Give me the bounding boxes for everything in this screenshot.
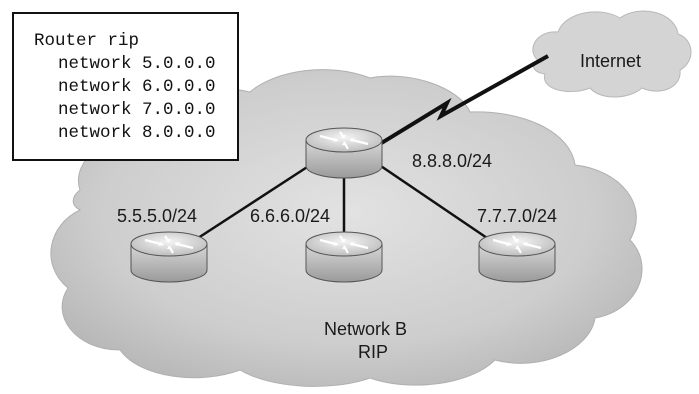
link-left-label: 5.5.5.0/24 xyxy=(117,206,198,226)
router-center[interactable] xyxy=(305,231,383,283)
wan-link-label: 8.8.8.0/24 xyxy=(412,151,493,171)
link-to-left-router xyxy=(194,158,319,242)
config-line-network-5: network 5.0.0.0 xyxy=(58,54,216,74)
config-line-network-8: network 8.0.0.0 xyxy=(58,123,216,143)
link-center-label: 6.6.6.0/24 xyxy=(250,206,331,226)
config-line-network-6: network 6.0.0.0 xyxy=(58,77,216,97)
protocol-label: RIP xyxy=(358,342,389,362)
wan-serial-link xyxy=(373,54,549,149)
router-left[interactable] xyxy=(130,231,208,283)
router-core[interactable] xyxy=(305,127,383,179)
config-line-network-7: network 7.0.0.0 xyxy=(58,100,216,120)
link-to-right-router xyxy=(371,158,491,242)
router-right[interactable] xyxy=(478,231,556,283)
network-name-label: Network B xyxy=(324,319,408,339)
internet-label: Internet xyxy=(580,51,642,71)
internet-cloud xyxy=(532,10,692,98)
link-right-label: 7.7.7.0/24 xyxy=(477,206,558,226)
router-config-box: Router rip network 5.0.0.0 network 6.0.0… xyxy=(12,12,239,161)
lan-links xyxy=(194,158,491,242)
config-line-router-rip: Router rip xyxy=(34,31,140,51)
